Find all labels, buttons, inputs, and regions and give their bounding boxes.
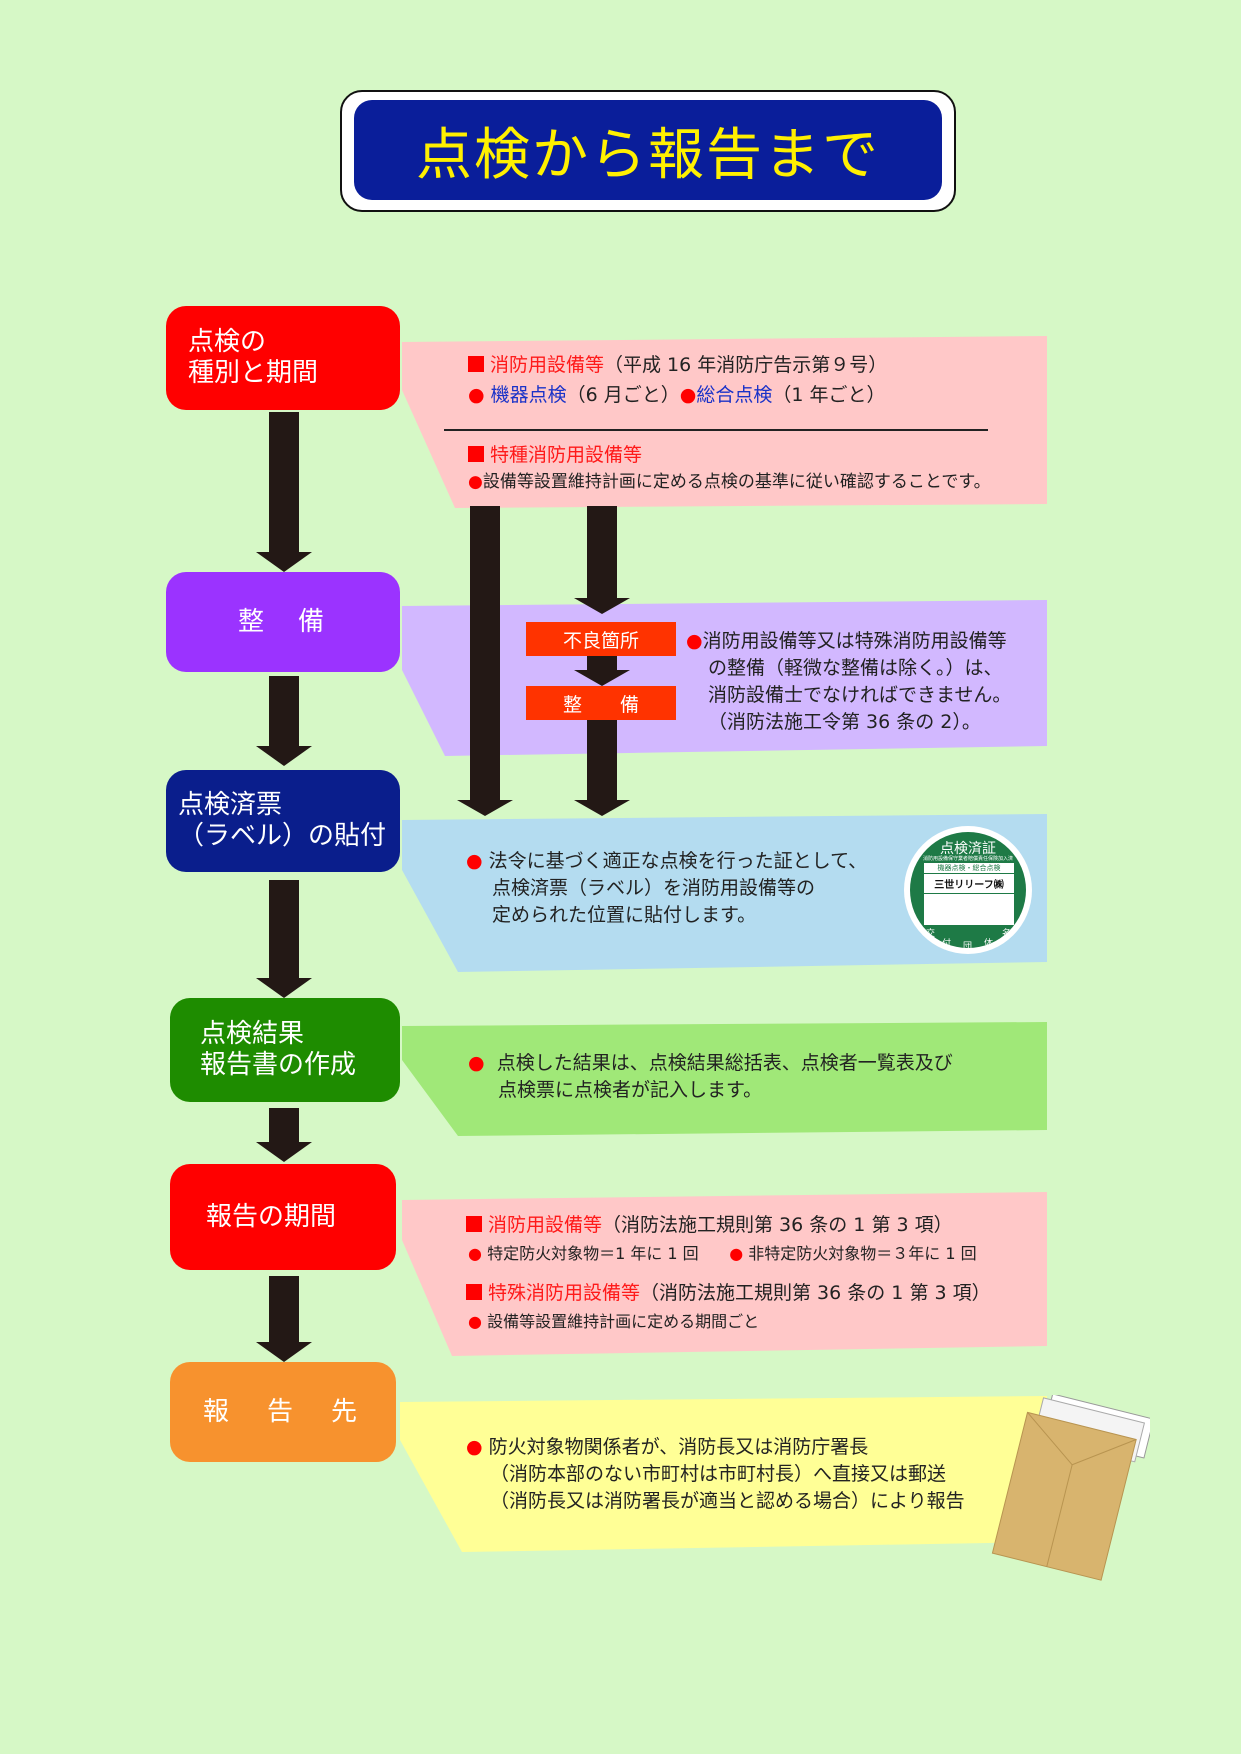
step-report-creation: 点検結果 報告書の作成: [170, 998, 400, 1102]
panel6-text: ● 防火対象物関係者が、消防長又は消防庁署長 （消防本部のない市町村は市町村長）…: [466, 1436, 965, 1512]
step-report-period: 報告の期間: [170, 1164, 396, 1270]
square-bullet-icon: [468, 356, 484, 372]
arrow-down-icon: [574, 720, 630, 816]
arrow-down-icon: [256, 676, 312, 766]
bullet-icon: ●: [468, 472, 483, 492]
panel2-text: ●消防用設備等又は特殊消防用設備等 の整備（軽微な整備は除く。）は、 消防設備士…: [686, 630, 1012, 733]
square-bullet-icon: [468, 446, 484, 462]
panel3-text: ● 法令に基づく適正な点検を行った証として、 点検済票（ラベル）を消防用設備等の…: [466, 850, 868, 926]
panel-label: [402, 814, 1047, 972]
panel1-items: ● 機器点検（6 月ごと）●総合点検（1 年ごと）: [468, 384, 886, 406]
page-title: 点検から報告まで: [354, 100, 942, 200]
bullet-icon: ●: [468, 1244, 482, 1263]
step-maintenance: 整 備: [166, 572, 400, 672]
panel1-heading2: 特種消防用設備等: [468, 442, 642, 469]
panel-report-period: [402, 1192, 1047, 1356]
panel4-text: ● 点検した結果は、点検結果総括表、点検者一覧表及び 点検票に点検者が記入します…: [468, 1052, 953, 1101]
bullet-icon: ●: [686, 630, 703, 652]
square-bullet-icon: [466, 1216, 482, 1232]
panel1-heading1: 消防用設備等（平成 16 年消防庁告示第９号）: [468, 352, 887, 379]
inspection-label-sticker: 点検済証 消防用設備保守業者賠償責任保険加入済 機器点検・総合点検 三世リリーフ…: [904, 826, 1032, 954]
arrow-down-icon: [256, 880, 312, 998]
panel5-heading2: 特殊消防用設備等（消防法施工規則第 36 条の 1 第 3 項）: [466, 1280, 991, 1307]
bullet-icon: ●: [729, 1244, 744, 1263]
arrow-down-icon: [256, 1276, 312, 1362]
panel-report-creation: [402, 1022, 1047, 1136]
bullet-icon: ●: [679, 384, 697, 406]
bullet-icon: ●: [468, 384, 485, 406]
square-bullet-icon: [466, 1284, 482, 1300]
arrow-down-icon: [457, 506, 513, 816]
bullet-icon: ●: [468, 1052, 485, 1074]
arrow-down-icon: [574, 656, 630, 686]
step-inspection-types: 点検の 種別と期間: [166, 306, 400, 410]
panel5-item-c: ● 設備等設置維持計画に定める期間ごと: [468, 1312, 760, 1331]
panel5-heading1: 消防用設備等（消防法施工規則第 36 条の 1 第 3 項）: [466, 1212, 953, 1239]
panel1-line2: ●設備等設置維持計画に定める点検の基準に従い確認することです。: [468, 472, 991, 492]
bullet-icon: ●: [466, 1436, 483, 1458]
bullet-icon: ●: [466, 850, 483, 872]
arrow-down-icon: [574, 506, 630, 614]
arrow-down-icon: [256, 1108, 312, 1162]
panel5-items: ● 特定防火対象物＝1 年に 1 回 ● 非特定防火対象物＝３年に 1 回: [468, 1244, 977, 1263]
arrow-down-icon: [256, 412, 312, 572]
defect-box: 不良箇所: [526, 622, 676, 656]
envelope-icon: [991, 1395, 1150, 1581]
panel-report-destination: [400, 1396, 1047, 1552]
panel-inspection-types: [402, 336, 1047, 508]
step-report-destination: 報 告 先: [170, 1362, 396, 1462]
repair-box: 整 備: [526, 686, 676, 720]
bullet-icon: ●: [468, 1312, 482, 1331]
step-label-attach: 点検済票 （ラベル）の貼付: [166, 770, 400, 872]
